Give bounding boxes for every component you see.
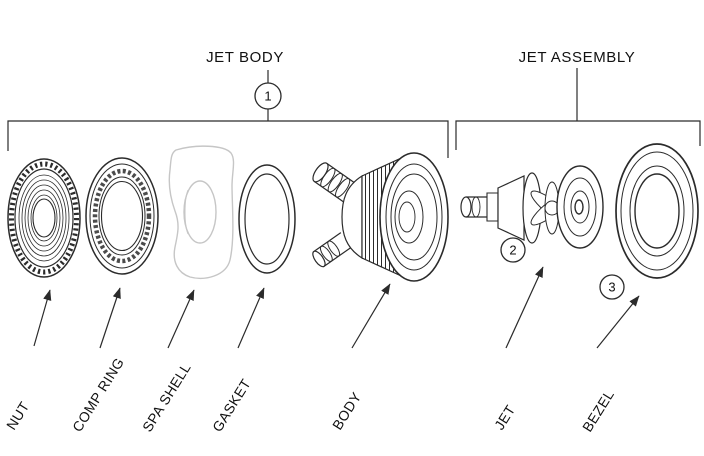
leader-arrows	[33, 266, 640, 349]
spa-shell-arrow	[167, 289, 195, 349]
jet-assembly-bracket	[455, 68, 701, 150]
gasket-label: GASKET	[209, 376, 254, 435]
body-arrow	[351, 283, 391, 349]
jet-label: JET	[491, 402, 518, 433]
gasket-arrow	[237, 287, 265, 349]
comp-ring-arrow	[99, 287, 121, 349]
jet-part	[460, 165, 604, 249]
jet-body-bracket	[7, 70, 449, 158]
callout-3: 3	[599, 274, 625, 300]
callout-3-number: 3	[608, 280, 615, 295]
comp-ring-part	[85, 157, 159, 275]
nut-arrow	[33, 289, 52, 347]
body-label: BODY	[329, 389, 365, 433]
callout-2: 2	[500, 237, 526, 263]
body-part	[312, 152, 449, 282]
spa-shell-part	[168, 145, 235, 279]
callout-1-number: 1	[264, 89, 271, 104]
gasket-part	[238, 164, 296, 274]
bezel-label: BEZEL	[579, 387, 617, 435]
jet-assembly-title: JET ASSEMBLY	[519, 49, 636, 66]
jet-arrow	[505, 266, 544, 349]
nut-part	[7, 158, 81, 278]
jet-body-title: JET BODY	[206, 49, 284, 66]
nut-label: NUT	[3, 399, 32, 433]
callout-1: 1	[254, 82, 282, 110]
bezel-arrow	[596, 295, 640, 349]
comp-ring-label: COMP RING	[69, 355, 127, 435]
callout-2-number: 2	[509, 243, 516, 258]
bezel-part	[615, 143, 699, 279]
body-barb-top	[312, 162, 357, 203]
body-barb-bottom	[312, 232, 352, 268]
spa-shell-label: SPA SHELL	[139, 360, 194, 435]
